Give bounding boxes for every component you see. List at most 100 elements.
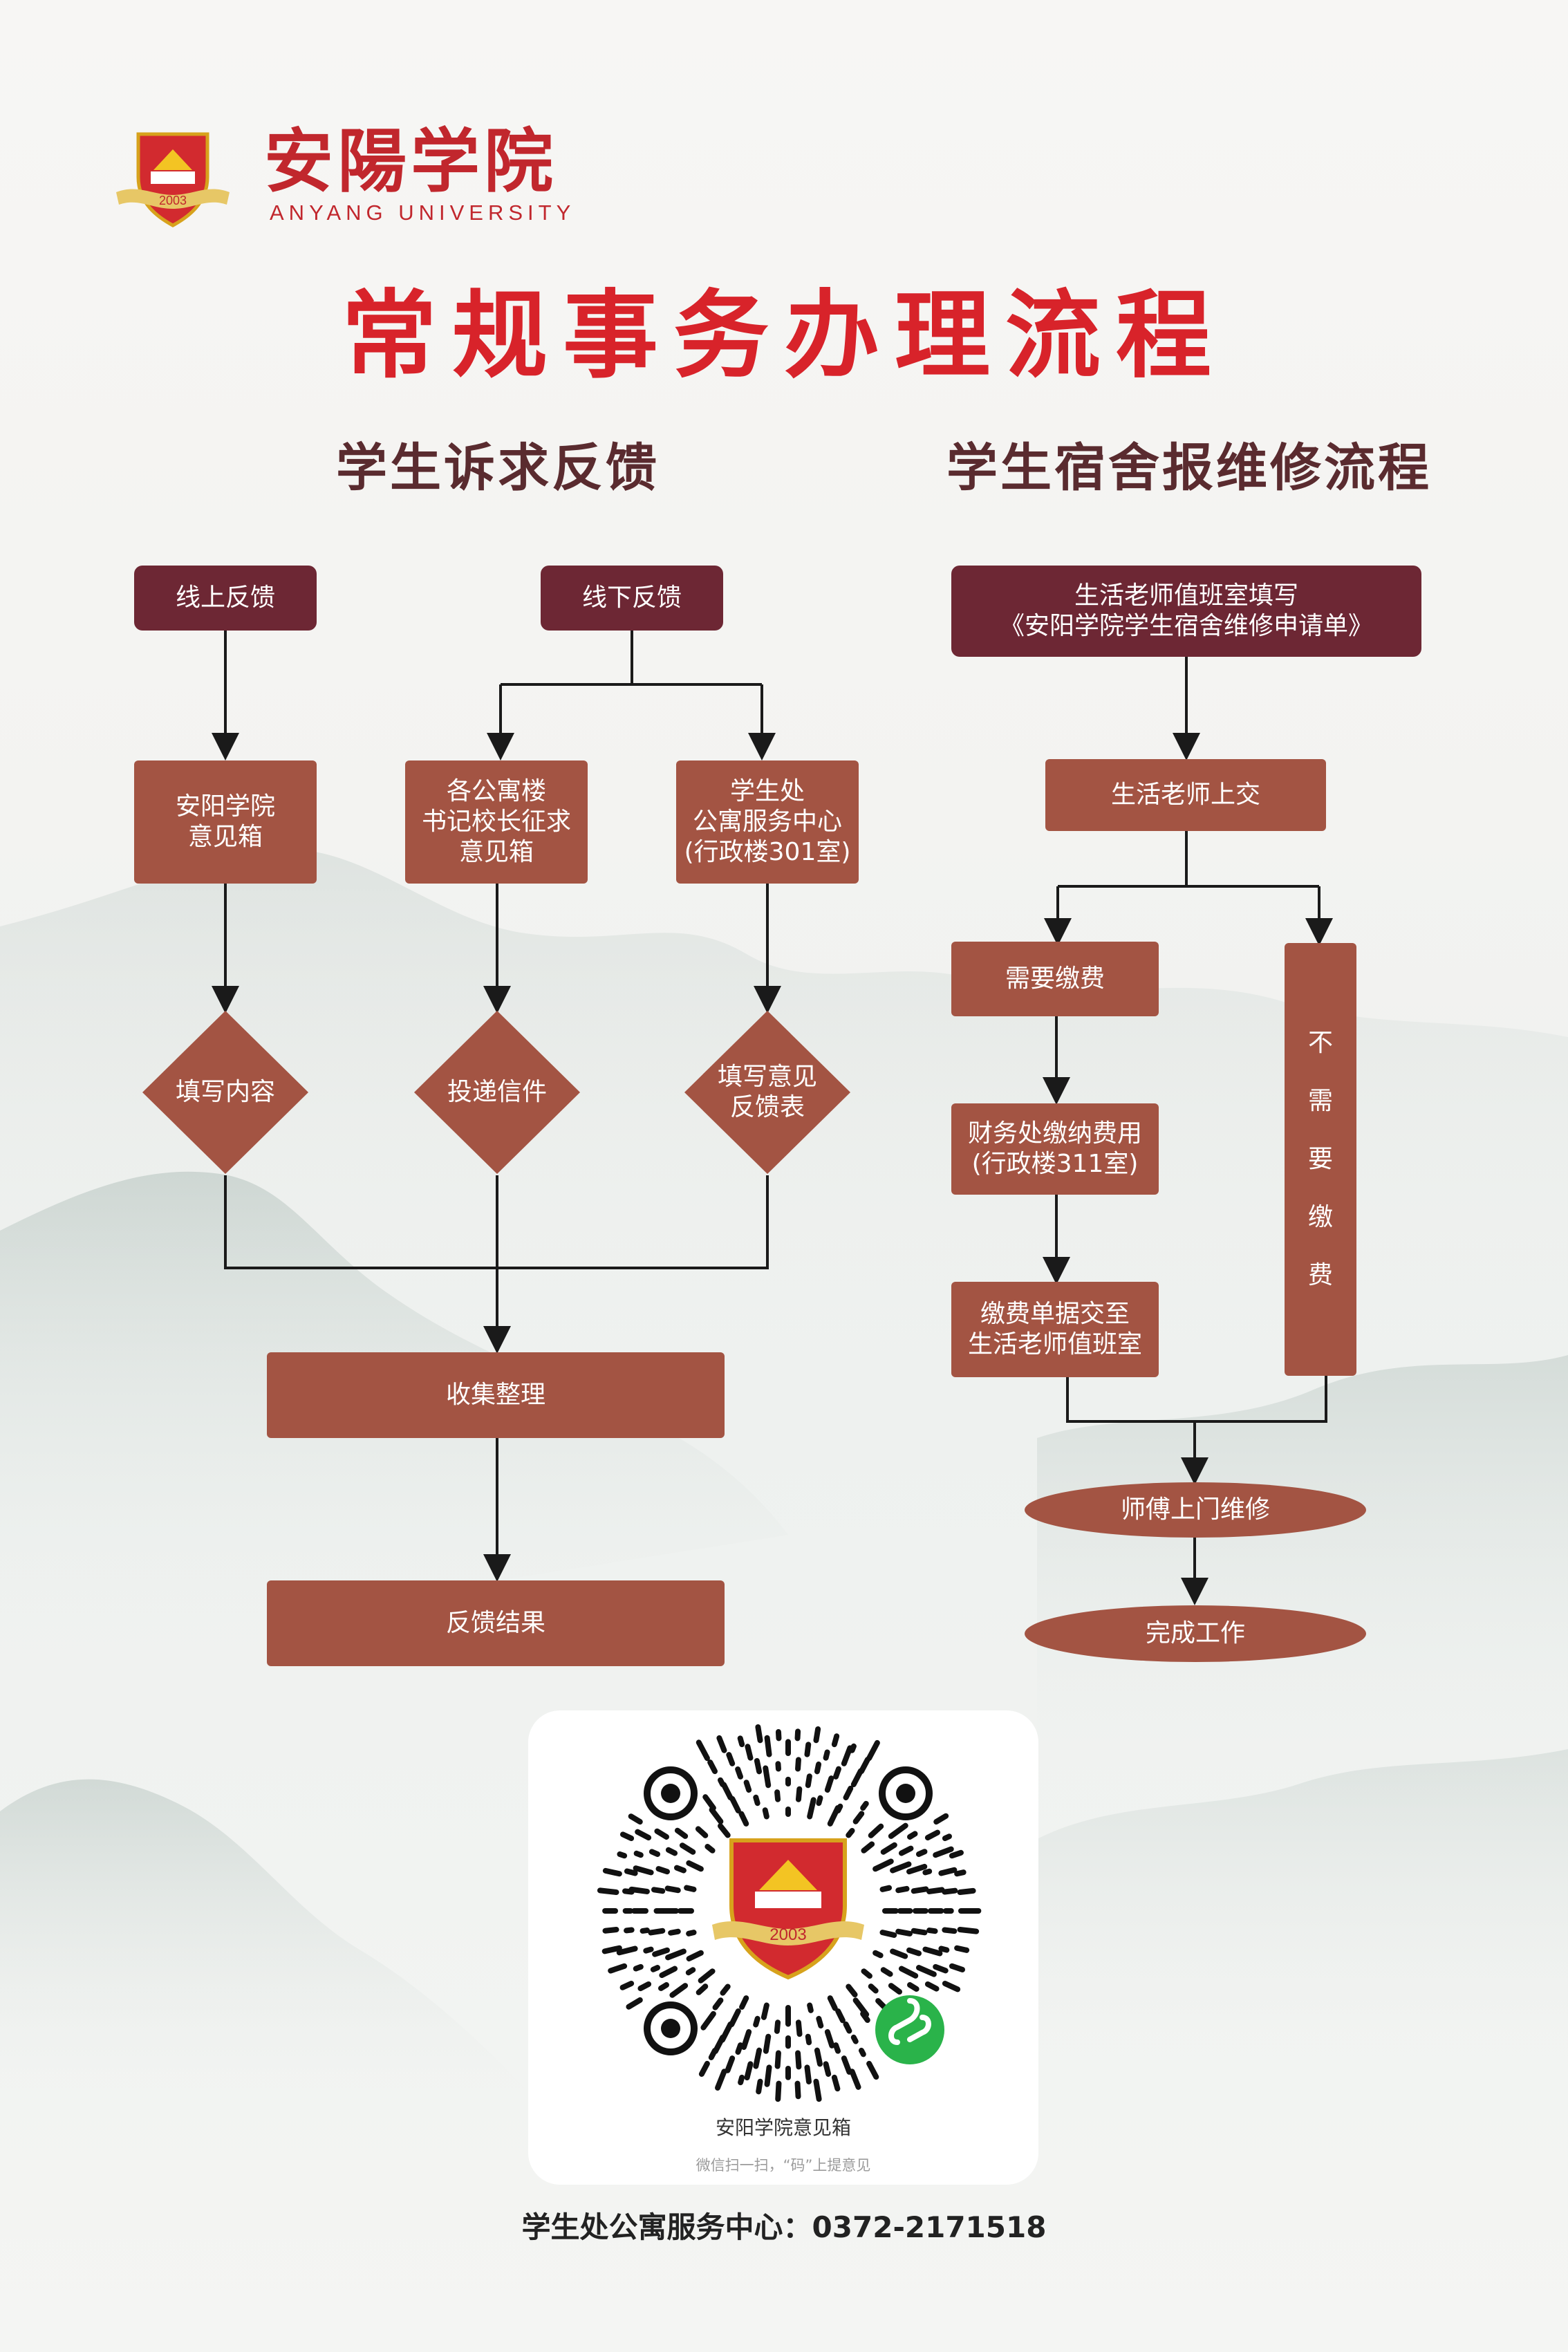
qr-dash — [774, 2019, 781, 2034]
qr-dash — [816, 2015, 824, 2029]
qr-dash — [763, 2033, 772, 2054]
qr-dash — [805, 2033, 812, 2046]
qr-dash — [668, 1928, 681, 1936]
qr-dash — [601, 1945, 622, 1954]
qr-dash — [850, 1768, 864, 1788]
qr-dash — [715, 2069, 727, 2091]
qr-dash — [880, 1967, 893, 1977]
qr-dash — [756, 2078, 763, 2095]
qr-dash — [868, 1823, 884, 1838]
qr-dash — [957, 1927, 980, 1934]
qr-dash — [717, 1823, 731, 1838]
qr-dash — [619, 1831, 635, 1842]
qr-dash — [915, 1965, 937, 1977]
qr-dash — [686, 1860, 704, 1872]
qr-dash — [717, 1777, 726, 1788]
qr-dash — [774, 1789, 781, 1802]
qr-dash — [895, 1928, 913, 1936]
right-section-title: 学生宿舍报维修流程 — [946, 438, 1432, 498]
qr-dash — [907, 1831, 918, 1840]
qr-dash — [738, 1811, 749, 1827]
page-title: 常规事务办理流程 — [341, 279, 1226, 391]
qr-dash — [673, 1865, 687, 1874]
qr-dash — [860, 1800, 869, 1811]
qr-dash — [823, 1749, 830, 1761]
qr-dash — [949, 1849, 964, 1859]
repair-request-node: 生活老师值班室填写《安阳学院学生宿舍维修申请单》 — [951, 566, 1421, 657]
qr-dash — [664, 1885, 681, 1894]
service-center-node: 学生处公寓服务中心(行政楼301室) — [676, 760, 859, 884]
qr-dash — [616, 1945, 638, 1956]
qr-dash — [906, 1863, 928, 1875]
result-node: 反馈结果 — [267, 1580, 725, 1666]
qr-dash — [708, 2047, 718, 2060]
teacher-submit-node: 生活老师上交 — [1045, 759, 1326, 831]
qr-dash — [879, 1930, 897, 1938]
qr-dash — [753, 1794, 760, 1807]
diamond-shape-form — [684, 1011, 850, 1174]
svg-text:2003: 2003 — [769, 1925, 806, 1944]
suggestion-box-node: 安阳学院意见箱 — [134, 760, 317, 884]
qr-dash — [696, 1739, 710, 1762]
qr-dash — [823, 2061, 832, 2077]
qr-dash — [737, 1735, 745, 1748]
qr-dash — [738, 2074, 745, 2086]
qr-dash — [942, 1833, 952, 1842]
qr-dash — [858, 1757, 870, 1775]
qr-dash — [813, 1726, 821, 1744]
qr-dash — [924, 1981, 940, 1992]
qr-dash — [744, 2061, 754, 2081]
qr-dash — [849, 1743, 857, 1753]
qr-dash — [716, 1735, 727, 1753]
need-pay-node: 需要缴费 — [951, 942, 1159, 1016]
qr-dash — [763, 1765, 772, 1789]
qr-dash — [704, 1844, 716, 1854]
mini-program-qr-code-icon[interactable]: 2003 — [595, 1717, 982, 2104]
qr-dash — [872, 1858, 894, 1872]
qr-dash — [832, 1766, 841, 1780]
qr-dash — [954, 1869, 967, 1877]
qr-dash — [868, 1984, 879, 1994]
qr-dash — [712, 1997, 724, 2010]
qr-dash — [938, 1867, 958, 1876]
qr-dash — [633, 1865, 654, 1876]
qr-dash — [702, 1794, 716, 1811]
school-name-english: ANYANG UNIVERSITY — [270, 200, 576, 225]
qr-dash — [926, 1887, 945, 1894]
qr-dash — [628, 1813, 643, 1825]
qr-dash — [729, 1795, 741, 1813]
qr-dash — [709, 1807, 724, 1824]
qr-dash — [743, 1780, 752, 1793]
school-emblem-icon: 2003 — [116, 132, 230, 227]
qr-dash — [954, 1945, 970, 1953]
qr-dash — [637, 1981, 652, 1992]
qr-dash — [686, 1930, 697, 1936]
qr-dash — [872, 1950, 884, 1959]
qr-dash — [739, 1995, 749, 2010]
qr-dash — [725, 2055, 736, 2073]
qr-dash — [795, 2050, 802, 2070]
qr-dash — [624, 1868, 638, 1876]
qr-dash — [795, 2019, 803, 2037]
qr-dash — [938, 1945, 950, 1953]
qr-dash — [754, 1757, 763, 1775]
diamond-label-deliver: 投递信件 — [447, 1078, 547, 1106]
qr-dash — [654, 1828, 669, 1840]
qr-dash — [633, 1850, 644, 1858]
diamond-label-fill: 填写内容 — [175, 1078, 275, 1106]
qr-dash — [640, 1928, 650, 1934]
qr-dash — [804, 2064, 812, 2084]
qr-dash — [652, 1947, 671, 1957]
qr-dash — [879, 1885, 893, 1892]
svg-text:2003: 2003 — [159, 194, 187, 207]
done-node: 完成工作 — [1025, 1605, 1366, 1662]
qr-dash — [720, 1984, 731, 1996]
qr-hint: 微信扫一扫，“码”上提意见 — [696, 2157, 871, 2174]
qr-dash — [622, 1888, 635, 1895]
qr-dash — [858, 2047, 866, 2057]
qr-dash — [911, 1928, 928, 1936]
qr-dash — [827, 1995, 838, 2011]
qr-dash — [880, 1842, 897, 1855]
